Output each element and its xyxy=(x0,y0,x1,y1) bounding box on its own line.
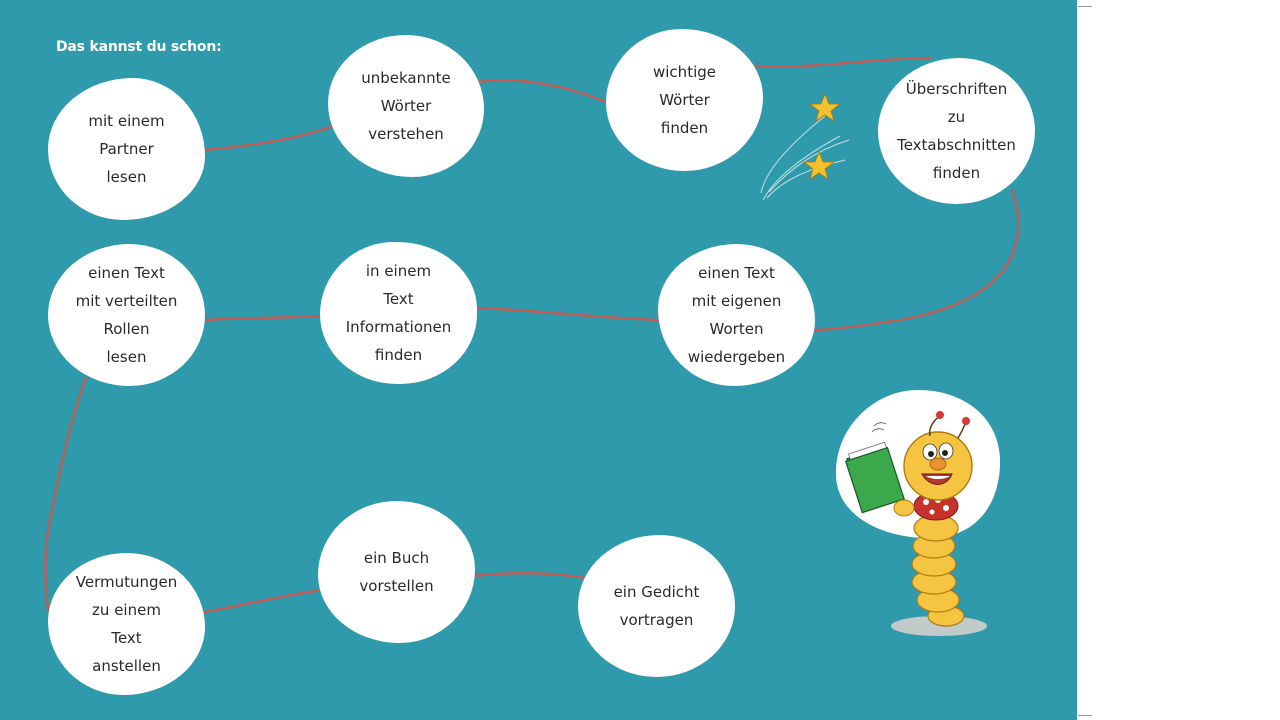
skill-vermutungen-anstellen[interactable]: Vermutungen zu einem Text anstellen xyxy=(48,553,205,695)
star-icon xyxy=(802,150,836,180)
page-edge-mark-bottom xyxy=(1078,715,1092,716)
skill-text: Überschriften zu Textabschnitten finden xyxy=(897,80,1016,182)
skill-buch-vorstellen[interactable]: ein Buch vorstellen xyxy=(318,501,475,643)
skill-text: ein Gedicht vortragen xyxy=(613,583,700,629)
learning-path-line xyxy=(44,56,1020,614)
bookworm-mascot xyxy=(834,388,1004,648)
skill-gedicht-vortragen[interactable]: ein Gedicht vortragen xyxy=(578,535,735,677)
right-margin-panel xyxy=(1077,0,1280,720)
skill-text: einen Text mit verteilten Rollen lesen xyxy=(75,264,178,366)
page-heading: Das kannst du schon: xyxy=(56,39,222,55)
skill-text: einen Text mit eigenen Worten wiedergebe… xyxy=(687,264,786,366)
skill-informationen-finden[interactable]: in einem Text Informationen finden xyxy=(320,242,477,384)
skill-text: in einem Text Informationen finden xyxy=(345,262,452,364)
skill-text: ein Buch vorstellen xyxy=(359,549,434,595)
skill-text-wiedergeben[interactable]: einen Text mit eigenen Worten wiedergebe… xyxy=(658,244,815,386)
skill-text: mit einem Partner lesen xyxy=(88,112,165,186)
skill-text: Vermutungen zu einem Text anstellen xyxy=(75,573,178,675)
skill-woerter-finden[interactable]: wichtige Wörter finden xyxy=(606,29,763,171)
skill-ueberschriften-finden[interactable]: Überschriften zu Textabschnitten finden xyxy=(878,58,1035,204)
skill-partner-lesen[interactable]: mit einem Partner lesen xyxy=(48,78,205,220)
learning-path-board: Das kannst du schon: mit einem Partner l… xyxy=(0,0,1077,720)
page-edge-mark-top xyxy=(1078,6,1092,7)
bookworm-reading-icon xyxy=(835,390,1001,636)
skill-text: unbekannte Wörter verstehen xyxy=(361,69,451,143)
skill-text: wichtige Wörter finden xyxy=(653,63,716,137)
skill-woerter-verstehen[interactable]: unbekannte Wörter verstehen xyxy=(328,35,484,177)
shooting-stars-icon xyxy=(760,92,850,201)
star-icon xyxy=(808,92,842,122)
skill-rollen-lesen[interactable]: einen Text mit verteilten Rollen lesen xyxy=(48,244,205,386)
